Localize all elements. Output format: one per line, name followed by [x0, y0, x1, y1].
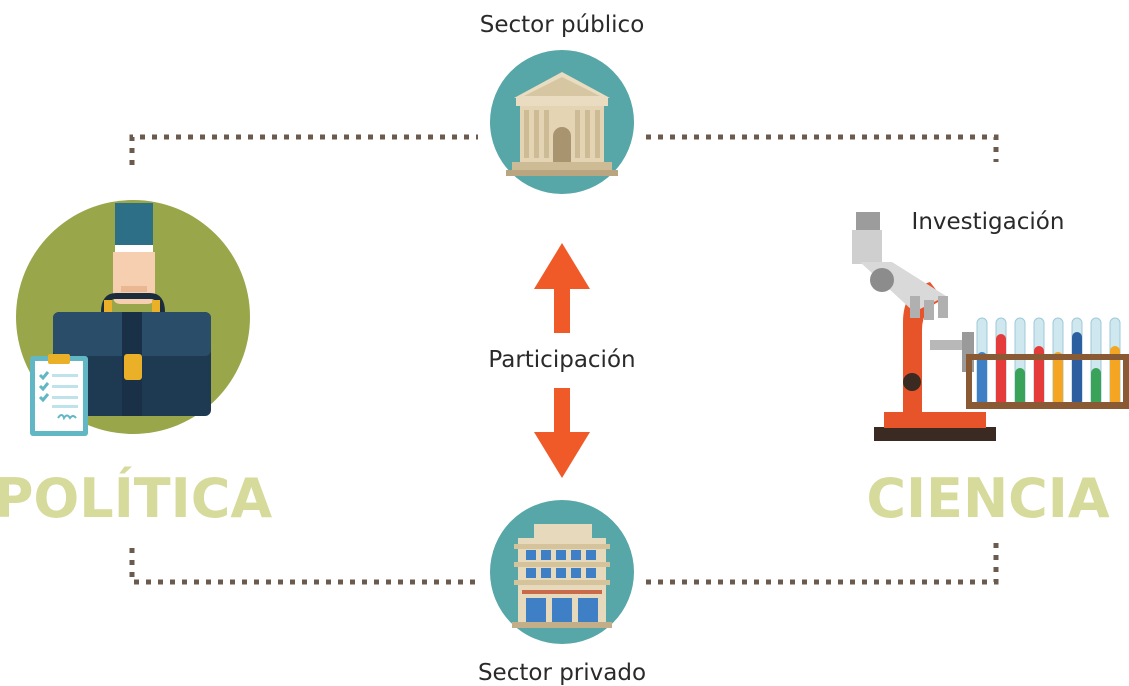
connector-bottom-right — [646, 540, 999, 585]
connector-top-right — [646, 134, 999, 162]
ciencia-label: CIENCIA — [866, 467, 1110, 530]
microscope-icon — [852, 212, 996, 441]
politica-label: POLÍTICA — [0, 467, 272, 530]
connector-top-left — [129, 134, 478, 165]
sector-privado-label: Sector privado — [478, 660, 646, 686]
briefcase-icon — [16, 200, 250, 436]
connector-bottom-left — [129, 548, 478, 585]
participacion-label: Participación — [488, 347, 635, 373]
sector-publico-label: Sector público — [480, 12, 645, 38]
office-building-icon — [490, 500, 634, 644]
arrow-down-icon — [534, 388, 590, 478]
arrow-up-icon — [534, 243, 590, 333]
test-tubes-icon — [966, 317, 1129, 409]
participation-arrow — [534, 243, 590, 478]
investigacion-label: Investigación — [912, 209, 1065, 235]
connector-lines — [129, 134, 999, 585]
government-building-icon — [490, 50, 634, 194]
